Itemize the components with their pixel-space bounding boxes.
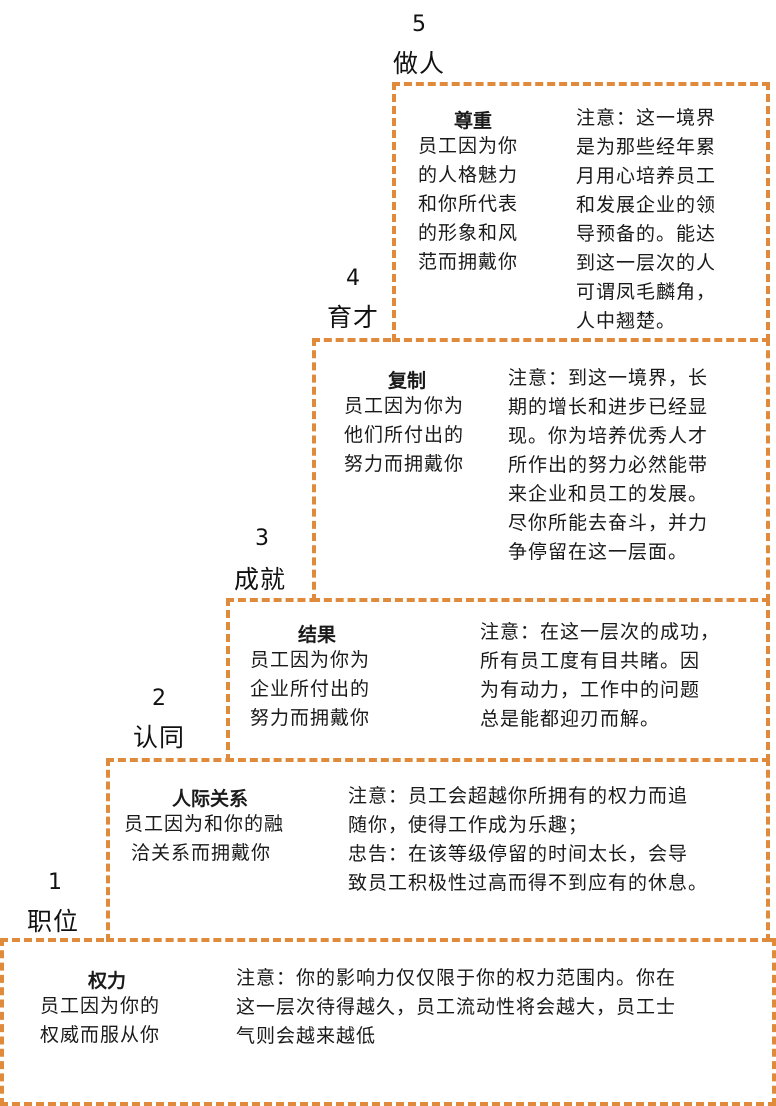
level-4-note: 注意：到这一境界，长 期的增长和进步已经显 现。你为培养优秀人才 所作出的努力必… — [508, 367, 709, 563]
level-4-title: 复制 — [388, 370, 427, 392]
level-2-description: 员工因为和你的融 洽关系而拥戴你 — [124, 813, 285, 864]
level-3-title: 结果 — [298, 624, 337, 646]
level-1-note: 注意：你的影响力仅仅限于你的权力范围内。你在 这一层次待得越久，员工流动性将会越… — [236, 967, 677, 1047]
level-2-name: 认同 — [133, 723, 186, 752]
level-3-description: 员工因为你为 企业所付出的 努力而拥戴你 — [250, 649, 371, 729]
level-1-number: 1 — [48, 870, 62, 895]
level-4-description: 员工因为你为 他们所付出的 努力而拥戴你 — [344, 395, 465, 475]
level-5-note: 注意：这一境界 是为那些经年累 月用心培养员工 和发展企业的领 导预备的。能达 … — [576, 107, 717, 332]
level-3-name: 成就 — [234, 565, 287, 594]
level-5-title: 尊重 — [454, 110, 493, 132]
level-1-name: 职位 — [27, 907, 80, 936]
level-3-number: 3 — [255, 526, 269, 551]
level-5-description: 员工因为你 的人格魅力 和你所代表 的形象和风 范而拥戴你 — [418, 135, 519, 273]
level-1-box: 权力 员工因为你的 权威而服从你 注意：你的影响力仅仅限于你的权力范围内。你在 … — [0, 938, 776, 1106]
level-3-box: 结果 员工因为你为 企业所付出的 努力而拥戴你 注意：在这一层次的成功， 所有员… — [226, 598, 770, 762]
level-5-box: 尊重 员工因为你 的人格魅力 和你所代表 的形象和风 范而拥戴你 注意：这一境界… — [392, 82, 770, 342]
level-5-name: 做人 — [393, 49, 446, 78]
level-2-note: 注意：员工会超越你所拥有的权力而追 随你，使得工作成为乐趣； 忠告：在该等级停留… — [348, 785, 709, 894]
level-3-note: 注意：在这一层次的成功， 所有员工度有目共睹。因 为有动力，工作中的问题 总是能… — [480, 621, 721, 730]
level-4-name: 育才 — [327, 303, 380, 332]
level-2-number: 2 — [152, 686, 166, 711]
level-5-number: 5 — [412, 12, 426, 37]
level-1-description: 员工因为你的 权威而服从你 — [40, 995, 161, 1046]
level-2-box: 人际关系 员工因为和你的融 洽关系而拥戴你 注意：员工会超越你所拥有的权力而追 … — [106, 758, 770, 942]
level-4-number: 4 — [346, 266, 360, 291]
level-1-title: 权力 — [88, 970, 127, 992]
level-4-box: 复制 员工因为你为 他们所付出的 努力而拥戴你 注意：到这一境界，长 期的增长和… — [312, 338, 770, 602]
level-2-title: 人际关系 — [172, 788, 249, 810]
